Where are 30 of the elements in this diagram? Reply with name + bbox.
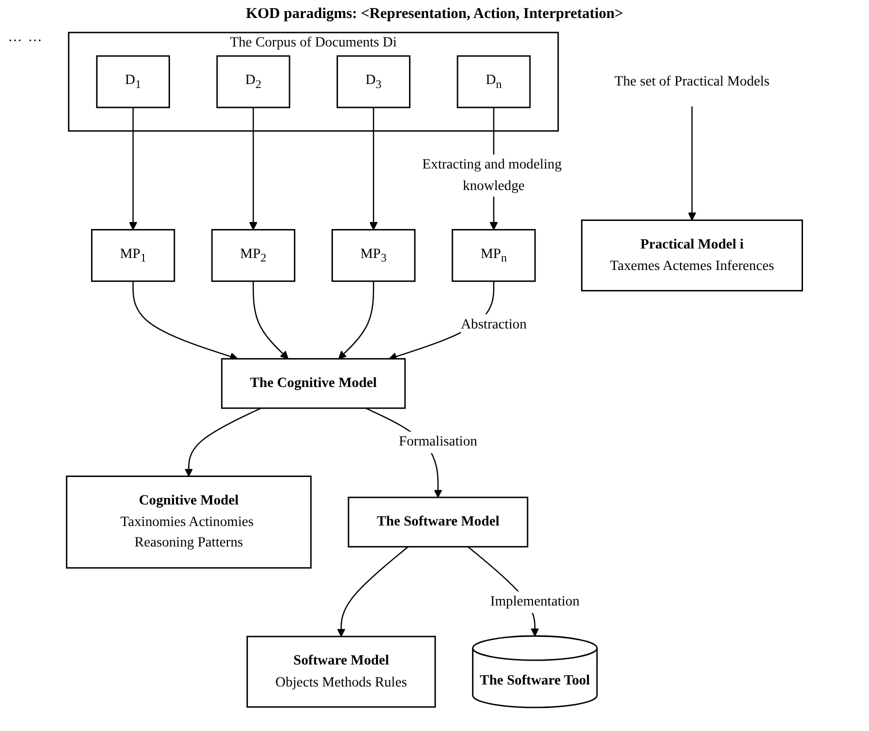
ellipsis-text: … [28, 30, 42, 45]
node-box: D$_{1}$ [96, 55, 170, 108]
edge-label: Formalisation [398, 434, 478, 450]
node-box: Software Model Objects Methods Rules [246, 636, 436, 708]
arrow [369, 107, 378, 230]
ellipsis-text: … [8, 30, 22, 45]
arrow [338, 281, 374, 360]
arrow [252, 281, 289, 360]
arrow [337, 546, 409, 637]
node-box: D$_{2}$ [216, 55, 290, 108]
edge-label: Abstraction [460, 317, 527, 332]
node-box: Cognitive Model Taxinomies Actinomies Reasoning Patterns [66, 476, 312, 569]
node-text: The set of Practical Models [614, 74, 770, 90]
arrow [132, 281, 238, 360]
edge-label: Implementation [490, 594, 580, 610]
arrow [688, 106, 696, 221]
node-box: D$_{3}$ [336, 55, 410, 108]
node-box: MP$_{2}$ [211, 229, 296, 282]
node-box: MP$_{1}$ [91, 229, 176, 282]
arrow [249, 107, 258, 230]
node-box: The Software Model [348, 496, 528, 548]
edge-label: Extracting and modeling knowledge [422, 157, 562, 194]
node-box: Practical Model i Taxemes Actemes Inferences [581, 220, 804, 292]
node-box: MP$_{n}$ [452, 229, 536, 282]
arrow [129, 107, 138, 230]
node-box: The Cognitive Model [221, 358, 406, 409]
arrow [184, 408, 262, 477]
node-box: MP$_{3}$ [332, 229, 416, 282]
node-box: D$_{n}$ [456, 55, 531, 108]
diagram-title: KOD paradigms: <Representation, Action, Interpretation> [244, 5, 624, 24]
